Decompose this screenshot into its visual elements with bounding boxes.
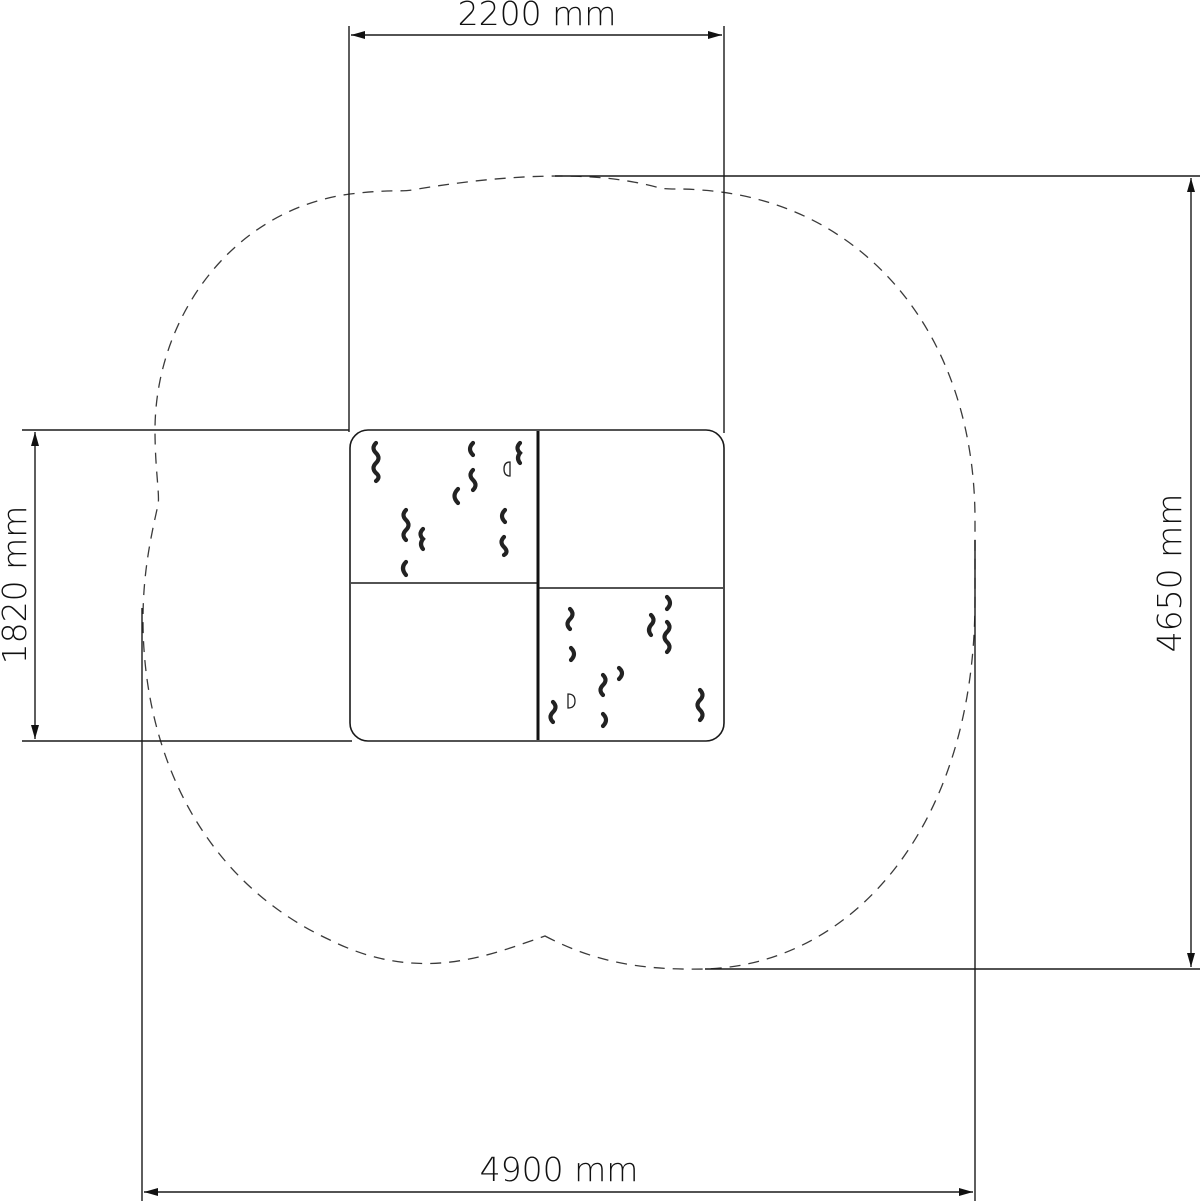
dimension-label-2200: 2200 mm <box>458 0 617 33</box>
climbing-hold-icon <box>646 612 656 638</box>
climbing-hold-icon <box>499 507 508 525</box>
climbing-hold-icon <box>598 672 608 698</box>
dimension-label-4900: 4900 mm <box>480 1150 639 1189</box>
climbing-hold-icon <box>664 594 673 612</box>
dimension-label-1820: 1820 mm <box>0 506 34 665</box>
climbing-hold-icon <box>662 619 672 655</box>
climbing-hold-icon <box>515 440 523 466</box>
climbing-hold-icon <box>565 606 575 632</box>
climbing-hold-icon <box>568 645 577 663</box>
climbing-hold-icon <box>371 440 381 484</box>
climbing-hold-icon <box>600 711 609 729</box>
climbing-hold-icon <box>499 534 509 558</box>
safety-zone-outline <box>142 175 976 970</box>
climbing-hold-icon <box>695 687 705 723</box>
climbing-hold-icon <box>567 693 576 709</box>
climbing-hold-icon <box>401 507 411 543</box>
panel-bottom-right-holds <box>548 594 705 729</box>
climbing-hold-icon <box>548 699 558 725</box>
climbing-hold-icon <box>452 486 461 506</box>
climbing-hold-icon <box>400 559 409 578</box>
panel-top-left-holds <box>371 440 523 578</box>
dimension-label-4650: 4650 mm <box>1150 494 1189 653</box>
equipment-plan <box>349 429 725 742</box>
climbing-hold-icon <box>503 461 511 477</box>
climbing-hold-icon <box>468 467 478 493</box>
climbing-hold-icon <box>616 665 625 682</box>
climbing-hold-icon <box>467 440 476 458</box>
climbing-hold-icon <box>418 526 426 552</box>
